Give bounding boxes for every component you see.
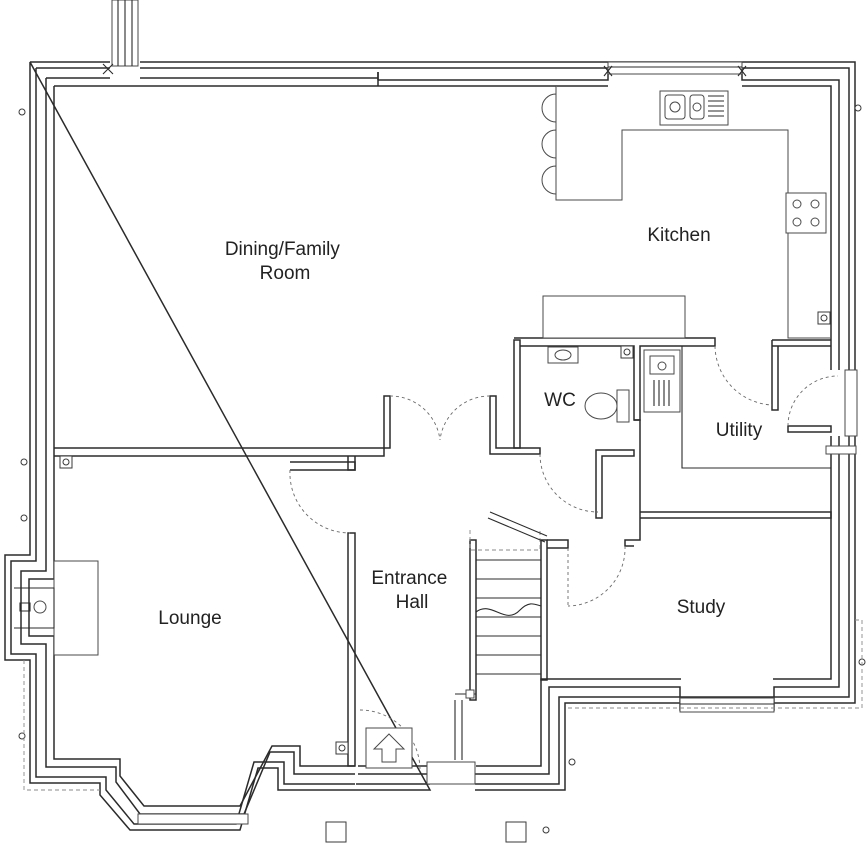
room-label-dining-family: Dining/Family Room [225, 239, 345, 284]
room-labels: Dining/Family Room Kitchen WC Utility Lo… [158, 225, 762, 629]
light-point-icon [18, 104, 866, 834]
socket-icon [620, 345, 634, 359]
door-swings [289, 345, 839, 771]
wc-fixtures [547, 346, 630, 423]
room-label-wc: WC [544, 390, 576, 411]
socket-icon [817, 311, 831, 325]
room-label-kitchen: Kitchen [647, 225, 710, 246]
room-label-lounge: Lounge [158, 608, 221, 629]
utility-fixtures [643, 349, 681, 413]
fireplace [14, 560, 99, 656]
kitchen-units [541, 86, 831, 339]
internal-walls [54, 337, 832, 767]
room-label-entrance-hall: Entrance Hall [371, 568, 452, 613]
socket-icon [59, 455, 73, 469]
room-label-utility: Utility [716, 420, 763, 441]
service-symbols [18, 104, 866, 843]
post-marker [505, 821, 527, 843]
room-label-study: Study [677, 597, 726, 618]
stairs [469, 511, 548, 675]
socket-icon [335, 741, 349, 755]
entrance-arrow-icon [365, 727, 413, 769]
post-marker [325, 821, 347, 843]
windows [102, 0, 858, 825]
